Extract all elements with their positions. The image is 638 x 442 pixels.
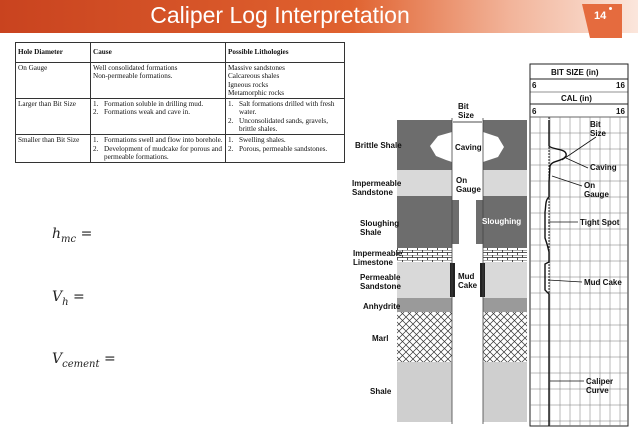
table-row: Larger than Bit Size 1.Formation soluble…: [15, 98, 345, 136]
stratum-permeable-sandstone: [397, 262, 452, 298]
cell-cause: 1.Formations swell and flow into borehol…: [90, 134, 226, 164]
formula-hmc: hmc =: [52, 226, 93, 245]
cell-lithologies: Massive sandstones Calcareous shales Ign…: [225, 61, 345, 100]
cell-cause: Well consolidated formations Non-permeab…: [90, 61, 226, 100]
label-anhydrite: Anhydrite: [363, 302, 401, 311]
cause-item: 1.Formation soluble in drilling mud.: [93, 100, 204, 109]
stratum-sloughing-shale: [483, 196, 527, 248]
lithology-line: Calcareous shales: [228, 72, 280, 81]
cal-min: 6: [532, 107, 537, 116]
table-header-row: Hole Diameter Cause Possible Lithologies: [15, 42, 345, 63]
cell-lithologies: 1.Salt formations drilled with fresh wat…: [225, 98, 345, 136]
bit-max: 16: [616, 81, 625, 90]
caliper-curve: [544, 120, 567, 426]
cal-header: CAL (in): [561, 94, 592, 103]
formula-vcement: Vcement =: [52, 351, 116, 370]
table-row: Smaller than Bit Size 1.Formations swell…: [15, 134, 345, 164]
cell-lithologies: 1.Swelling shales. 2.Porous, permeable s…: [225, 134, 345, 164]
stratum-marl: [397, 312, 452, 362]
lithology-item: 2.Unconsolidated sands, gravels, brittle…: [228, 116, 329, 133]
label-marl: Marl: [372, 334, 388, 343]
formula-vh: Vh =: [52, 289, 85, 308]
log-mud-cake-label: Mud Cake: [584, 278, 622, 287]
stratum-impermeable-sandstone: [397, 170, 452, 196]
label-shale: Shale: [370, 387, 392, 396]
stratum-shale: [397, 362, 452, 422]
bit-size-header: BIT SIZE (in): [551, 68, 599, 77]
cause-item: 2.Development of mudcake for porous and …: [93, 144, 222, 161]
stratum-marl: [483, 312, 527, 362]
stratum-permeable-sandstone: [483, 262, 527, 298]
stratum-impermeable-limestone: [397, 248, 452, 262]
lithology-item: 1.Salt formations drilled with fresh wat…: [228, 100, 335, 117]
lithology-line: Igneous rocks: [228, 80, 269, 89]
log-tight-spot-label: Tight Spot: [580, 218, 620, 227]
stratum-impermeable-limestone: [483, 248, 527, 262]
page-number: 14: [594, 10, 607, 22]
page-dot: [609, 7, 612, 10]
caving-cavity: [430, 132, 452, 162]
header-hole-diameter: Hole Diameter: [15, 42, 91, 63]
borehole: [452, 118, 483, 424]
mud-cake-left: [450, 263, 455, 297]
cause-line: Non-permeable formations.: [93, 72, 173, 81]
cell-diameter: On Gauge: [15, 61, 91, 100]
cal-max: 16: [616, 107, 625, 116]
caliper-causes-table: Hole Diameter Cause Possible Lithologies…: [15, 42, 345, 164]
stratum-sloughing-shale: [397, 196, 452, 248]
header-cause: Cause: [90, 42, 226, 63]
table-row: On Gauge Well consolidated formations No…: [15, 61, 345, 100]
header-lithologies: Possible Lithologies: [225, 42, 345, 63]
bit-min: 6: [532, 81, 537, 90]
stratum-anhydrite: [397, 298, 452, 312]
cause-item: 2.Formations weak and cave in.: [93, 108, 191, 117]
sloughing-bulge-left: [452, 200, 459, 244]
stratum-impermeable-sandstone: [483, 170, 527, 196]
cell-diameter: Larger than Bit Size: [15, 98, 91, 136]
lithology-item: 1.Swelling shales.: [228, 136, 286, 145]
sloughing-bulge: [476, 200, 483, 244]
lithology-line: Metamorphic rocks: [228, 88, 285, 97]
cell-diameter: Smaller than Bit Size: [15, 134, 91, 164]
stratum-anhydrite: [483, 298, 527, 312]
label-brittle-shale: Brittle Shale: [355, 141, 402, 150]
title-bar: [0, 0, 638, 33]
page-badge: [582, 4, 622, 38]
stratum-shale: [483, 362, 527, 422]
log-grid: [530, 116, 628, 426]
caving-label: Caving: [455, 143, 482, 152]
lithology-line: Massive sandstones: [228, 64, 285, 72]
log-caving-label: Caving: [590, 163, 617, 172]
caving-cavity-right: [483, 132, 504, 162]
slide-title: Caliper Log Interpretation: [150, 2, 410, 28]
lithology-item: 2.Porous, permeable sandstones.: [228, 144, 328, 153]
cause-item: 1.Formations swell and flow into borehol…: [93, 136, 223, 145]
mud-cake-right: [480, 263, 485, 297]
cause-line: Well consolidated formations: [93, 64, 178, 72]
sloughing-label: Sloughing: [482, 217, 521, 226]
cell-cause: 1.Formation soluble in drilling mud. 2.F…: [90, 98, 226, 136]
